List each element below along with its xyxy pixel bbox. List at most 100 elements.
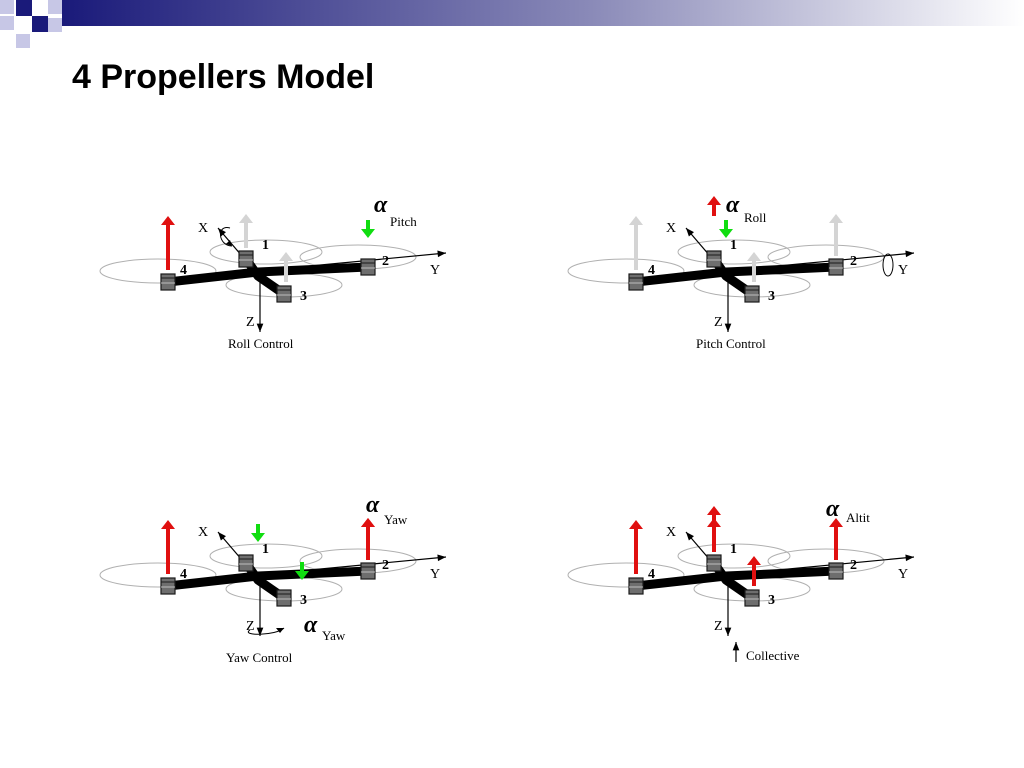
motor-2 — [360, 562, 376, 580]
alpha-symbol: α — [826, 496, 840, 522]
alpha-symbol: α — [366, 492, 380, 518]
rotor-label-2: 2 — [850, 558, 857, 573]
motor-3 — [276, 285, 292, 303]
z-axis-arrow — [256, 586, 264, 636]
rotor-label-1: 1 — [262, 238, 269, 253]
alpha-symbol: α — [374, 192, 388, 218]
thrust-arrow-3 — [279, 252, 293, 282]
rotor-disk-4 — [567, 258, 685, 284]
corner-logo-squares — [0, 0, 62, 48]
rotor-label-2: 2 — [382, 558, 389, 573]
y-axis-arrow — [735, 554, 915, 575]
motor-4 — [160, 577, 176, 595]
motor-4 — [160, 273, 176, 291]
diagram-caption: Pitch Control — [696, 336, 766, 351]
diagram-caption: Yaw Control — [226, 650, 293, 665]
thrust-arrow-3 — [747, 252, 761, 282]
x-axis-label: X — [198, 525, 208, 540]
motor-4 — [628, 577, 644, 595]
rotor-disk-1 — [677, 543, 791, 569]
thrust-arrow-3 — [295, 562, 309, 580]
z-axis-arrow — [724, 586, 732, 636]
y-axis-label: Y — [898, 263, 908, 278]
motor-3 — [744, 285, 760, 303]
thrust-arrow-2 — [361, 518, 375, 560]
thrust-arrow-1 — [239, 214, 253, 248]
motor-1 — [238, 554, 254, 572]
z-axis-label: Z — [714, 619, 723, 634]
thrust-arrow-1-top — [707, 196, 721, 216]
rotor-label-3: 3 — [768, 593, 775, 608]
rotor-disk-4 — [99, 562, 217, 588]
motor-2 — [828, 258, 844, 276]
thrust-arrow-1 — [251, 524, 265, 542]
slide-title: 4 Propellers Model — [72, 58, 375, 96]
thrust-arrow-2 — [829, 214, 843, 256]
alpha-subscript: Yaw — [384, 512, 408, 527]
motor-3 — [276, 589, 292, 607]
pitch-rotation-ellipse — [882, 253, 894, 277]
y-axis-label: Y — [898, 567, 908, 582]
rotor-label-4: 4 — [648, 263, 655, 278]
motor-1 — [706, 554, 722, 572]
alpha-subscript-2: Yaw — [322, 628, 346, 643]
motor-1 — [238, 250, 254, 268]
z-axis-arrow — [724, 282, 732, 332]
motor-2 — [828, 562, 844, 580]
rotor-label-3: 3 — [768, 289, 775, 304]
rotor-label-2: 2 — [382, 254, 389, 269]
alpha-subscript: Roll — [744, 210, 767, 225]
x-axis-label: X — [666, 525, 676, 540]
y-axis-arrow — [267, 250, 447, 271]
y-axis-label: Y — [430, 567, 440, 582]
rotor-label-1: 1 — [730, 238, 737, 253]
thrust-arrow-3 — [747, 556, 761, 586]
rotor-disk-4 — [99, 258, 217, 284]
collective-arrow — [732, 642, 740, 662]
z-axis-label: Z — [246, 315, 255, 330]
rotor-label-3: 3 — [300, 289, 307, 304]
roll-rotation-arc — [220, 227, 233, 247]
z-axis-label: Z — [714, 315, 723, 330]
motor-4 — [628, 273, 644, 291]
x-axis-label: X — [198, 221, 208, 236]
thrust-arrow-1 — [707, 518, 721, 552]
diagram-caption: Roll Control — [228, 336, 294, 351]
rotor-label-4: 4 — [180, 263, 187, 278]
alpha-subscript: Pitch — [390, 214, 417, 229]
motor-2 — [360, 258, 376, 276]
rotor-disk-1 — [209, 543, 323, 569]
roll-rotation-arrowhead — [226, 240, 232, 246]
thrust-arrow-1-top — [707, 506, 721, 526]
rotor-label-4: 4 — [180, 567, 187, 582]
thrust-arrow-1 — [719, 220, 733, 238]
rotor-label-1: 1 — [262, 542, 269, 557]
rotor-label-3: 3 — [300, 593, 307, 608]
rotor-label-2: 2 — [850, 254, 857, 269]
rotor-disk-1 — [209, 239, 323, 265]
rotor-disk-1 — [677, 239, 791, 265]
thrust-arrow-2-top — [361, 518, 375, 538]
thrust-arrow-2 — [361, 220, 375, 238]
thrust-arrow-4 — [629, 520, 643, 574]
rotor-label-1: 1 — [730, 542, 737, 557]
x-axis-label: X — [666, 221, 676, 236]
thrust-arrow-4 — [629, 216, 643, 270]
rotor-disk-4 — [567, 562, 685, 588]
yaw-rotation-arrowhead — [276, 628, 284, 633]
y-axis-arrow — [735, 250, 915, 271]
thrust-arrow-4 — [161, 216, 175, 270]
thrust-arrow-4 — [161, 520, 175, 574]
alpha-subscript: Altit — [846, 510, 870, 525]
alpha-symbol-2: α — [304, 612, 318, 638]
rotor-label-4: 4 — [648, 567, 655, 582]
motor-3 — [744, 589, 760, 607]
